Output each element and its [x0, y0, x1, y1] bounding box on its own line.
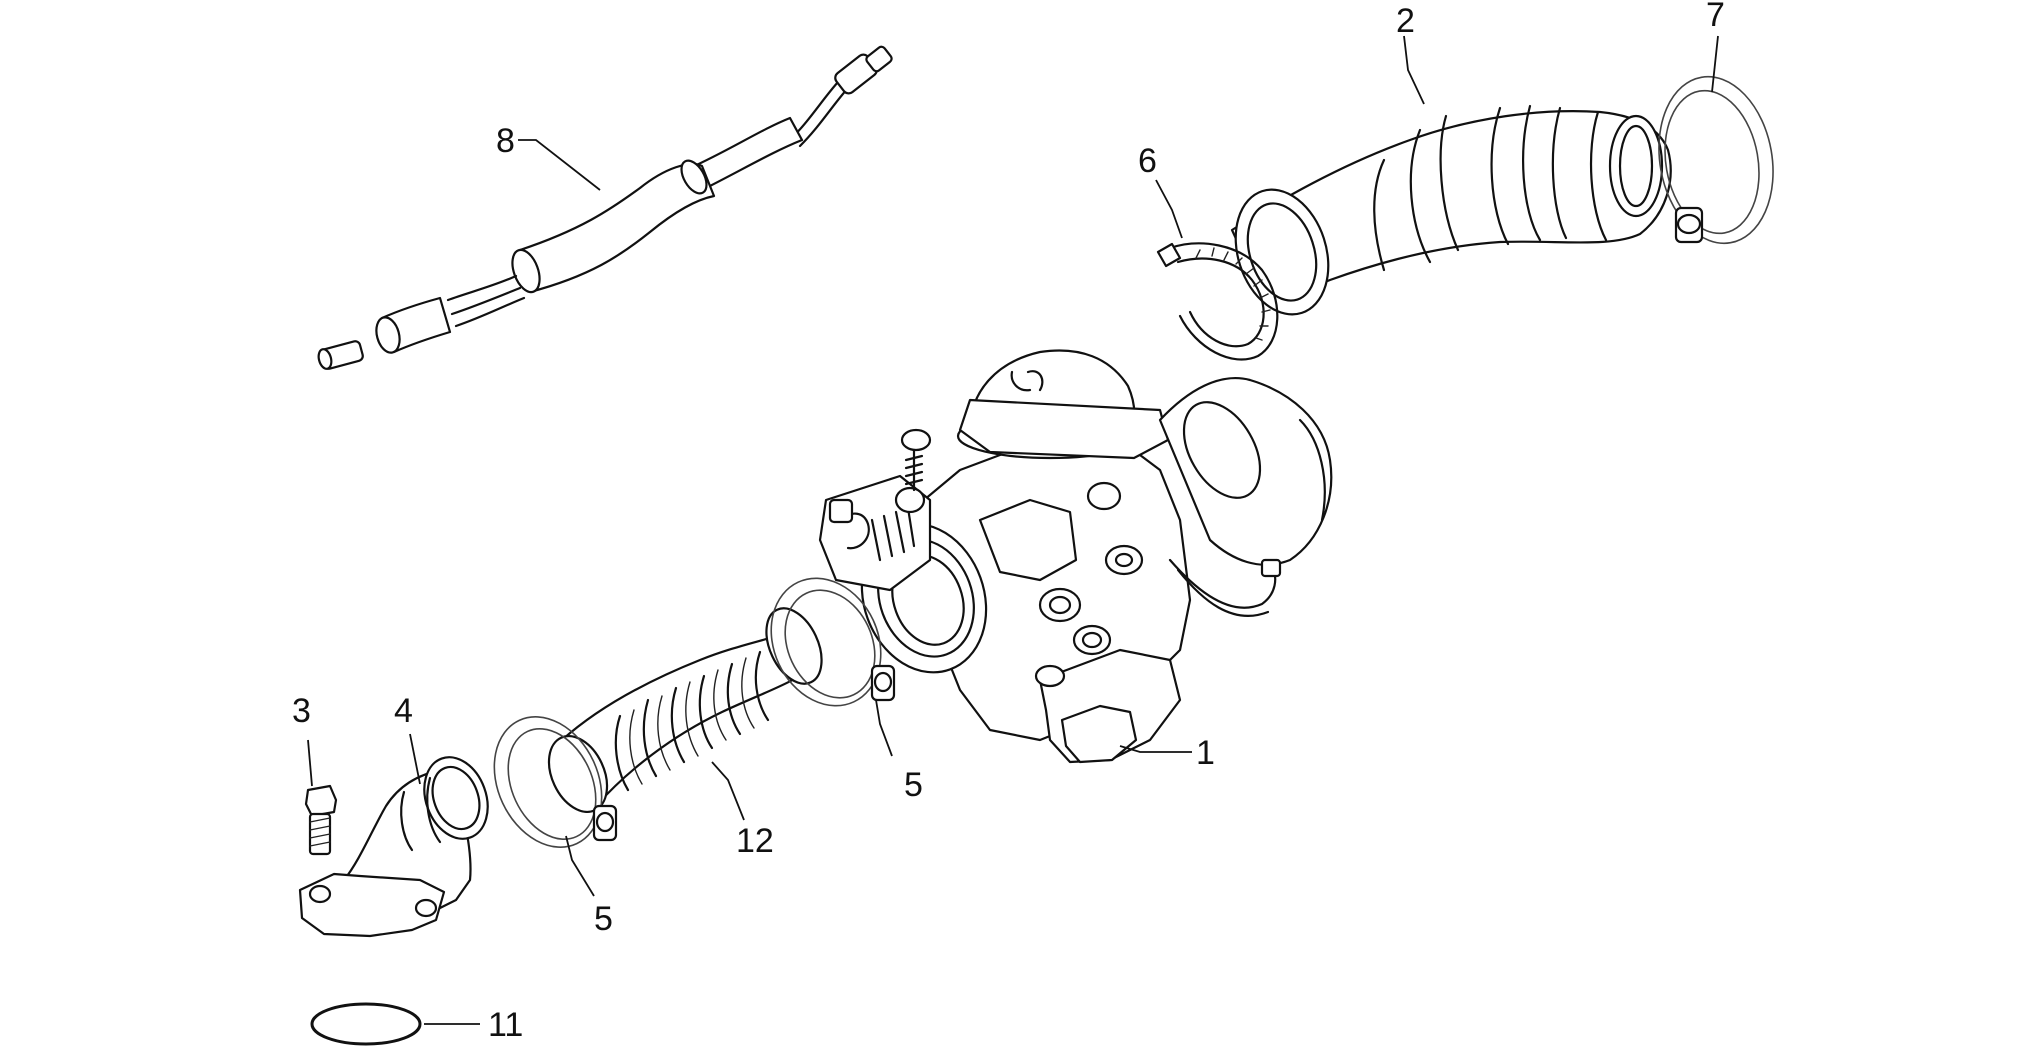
callout-5-upper: 5: [904, 766, 923, 804]
part-8-cable: [317, 45, 893, 370]
callout-11: 11: [488, 1006, 523, 1044]
part-7-hose-clamp: [1658, 75, 1774, 245]
leader-lines: [307, 35, 1719, 1025]
callout-12: 12: [736, 822, 774, 860]
part-2-air-duct: [1230, 104, 1672, 316]
part-1-carburetor: [818, 349, 1333, 764]
callout-3: 3: [292, 692, 311, 730]
part-4-intake-manifold: [298, 756, 489, 938]
callout-5-lower: 5: [594, 900, 613, 938]
part-5-hose-clamp-lower: [493, 716, 618, 848]
callout-7: 7: [1706, 0, 1725, 34]
part-11-o-ring: [310, 1002, 422, 1046]
part-6-spring-clamp: [1156, 242, 1279, 361]
part-3-bolt: [304, 784, 338, 856]
callout-4: 4: [394, 692, 413, 730]
part-5-hose-clamp-upper: [770, 577, 896, 707]
part-12-corrugated-duct: [547, 607, 823, 813]
callout-labels: 1 2 3 4 5 5 6 7 8 11 12: [292, 0, 1725, 1044]
callout-8: 8: [496, 122, 515, 160]
callout-6: 6: [1138, 142, 1157, 180]
callout-1: 1: [1196, 734, 1215, 772]
callout-2: 2: [1396, 2, 1415, 40]
